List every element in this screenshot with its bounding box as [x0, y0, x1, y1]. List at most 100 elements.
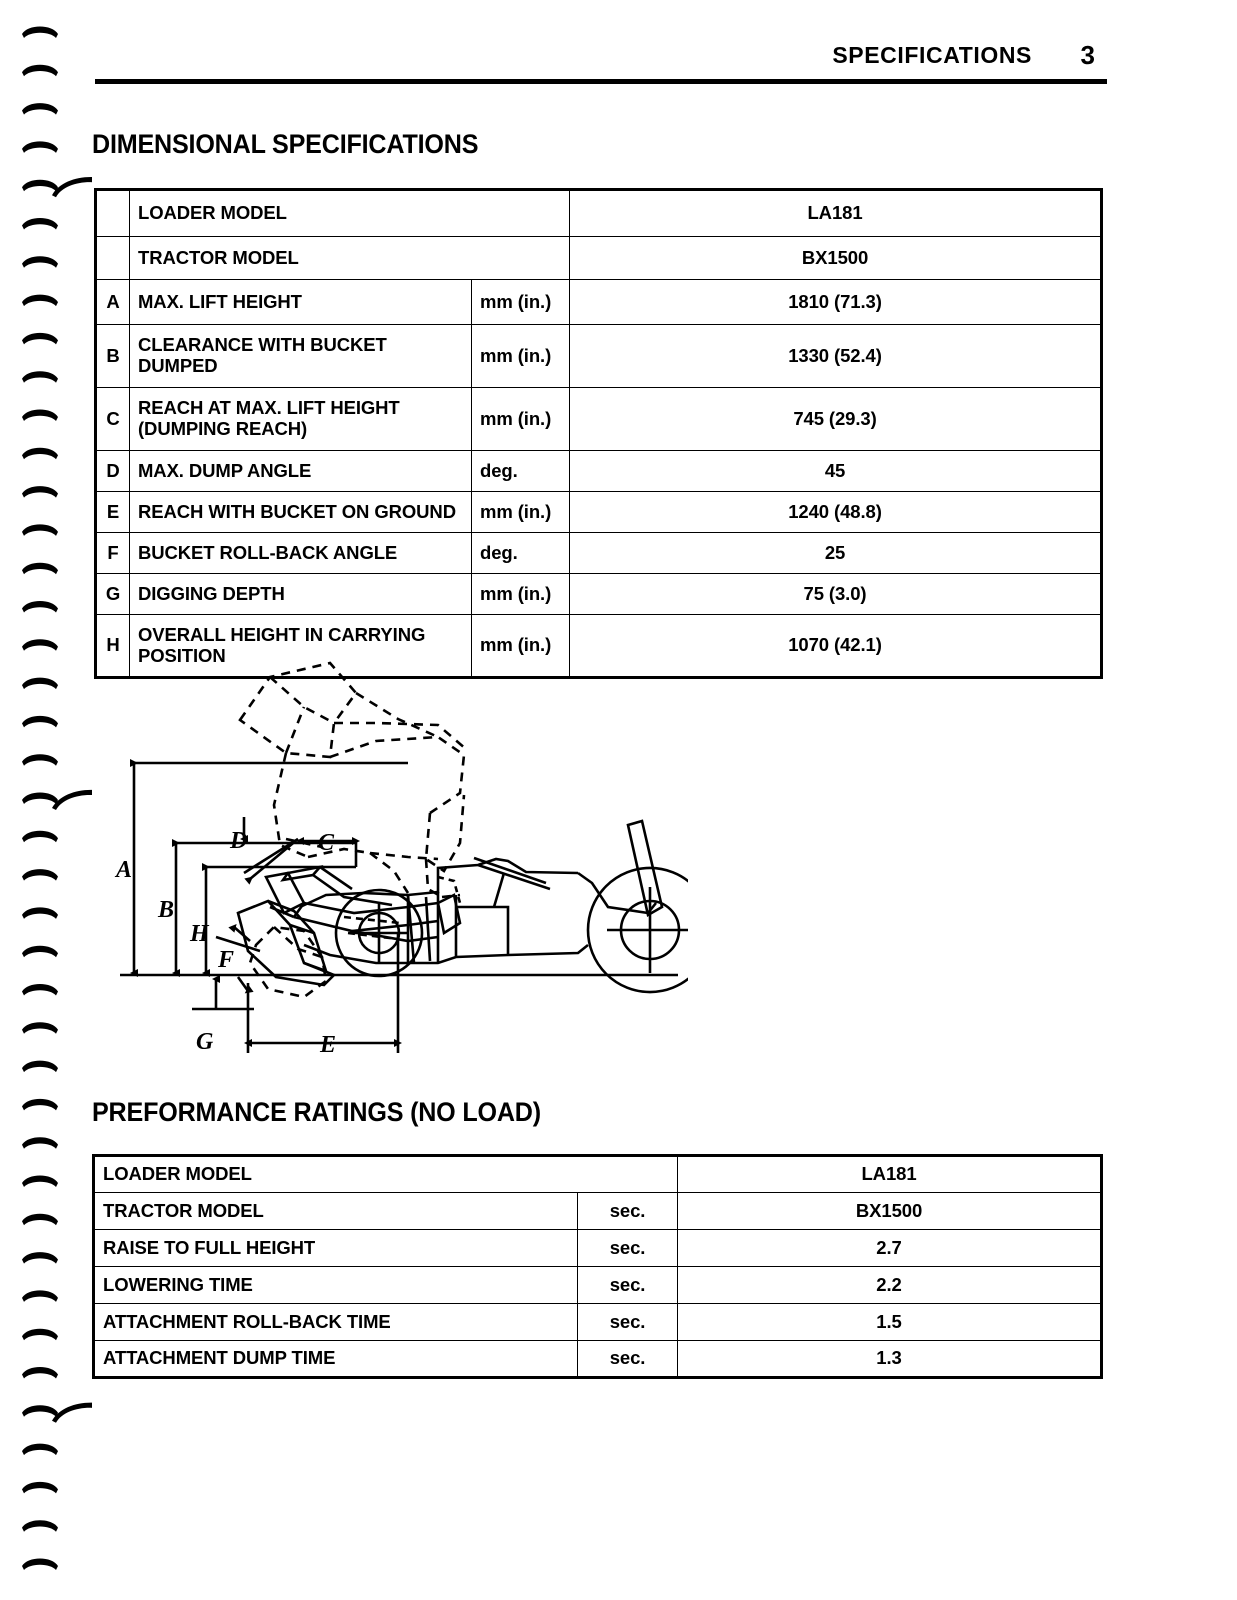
dimension-A: [130, 759, 408, 977]
row-description: DIGGING DEPTH: [129, 573, 472, 615]
row-description: REACH AT MAX. LIFT HEIGHT (DUMPING REACH…: [129, 387, 472, 451]
binding-hole-mark: [22, 1520, 58, 1532]
row-unit: mm (in.): [470, 324, 571, 388]
binding-hole-mark: [22, 179, 58, 192]
row-unit: mm (in.): [470, 279, 571, 325]
dimension-C: [296, 837, 360, 867]
mast-plate: [436, 893, 462, 936]
binding-hole-mark: [22, 409, 58, 421]
diagram-label-A: A: [114, 857, 132, 883]
binding-hole-mark: [22, 1175, 58, 1187]
row-unit: mm (in.): [470, 387, 571, 451]
page-number: 3: [1080, 40, 1095, 70]
row-value: 1810 (71.3): [569, 279, 1102, 325]
bucket-solid: [236, 899, 337, 987]
binding-hole-mark: [22, 1558, 58, 1570]
row-unit: deg.: [470, 532, 571, 574]
binding-hole-mark: [22, 1252, 58, 1264]
diagram-label-B: B: [157, 897, 174, 923]
hood-detail-1: [343, 915, 401, 925]
loader-dimension-diagram: A B C D E F G H: [114, 661, 688, 1058]
bucket-side: [289, 923, 329, 974]
binding-arc-mark: [52, 1402, 92, 1423]
row-letter: D: [95, 450, 130, 492]
row-unit: deg.: [470, 450, 571, 492]
binding-hole-mark: [22, 218, 58, 230]
seat-bracket: [577, 871, 658, 915]
steering-column: [492, 872, 506, 908]
row-description: MAX. DUMP ANGLE: [129, 450, 472, 492]
bucket-top-edge: [267, 899, 315, 934]
binding-hole-mark: [22, 1290, 58, 1302]
row-description: CLEARANCE WITH BUCKET DUMPED: [129, 324, 472, 388]
row-unit: sec.: [576, 1303, 679, 1341]
dimension-G: [192, 975, 254, 1011]
bucket-rollback-dashed: [248, 925, 328, 999]
binding-hole-mark: [22, 371, 58, 383]
row-unit: mm (in.): [470, 614, 571, 678]
diagram-label-H: H: [189, 921, 210, 947]
hood-detail-2: [347, 931, 399, 941]
row-letter: A: [95, 279, 130, 325]
row-value: 45: [569, 450, 1102, 492]
header-divider: [95, 79, 1107, 84]
loader-arm-top: [303, 901, 439, 915]
binding-hole-mark: [22, 715, 58, 728]
diagram-label-G: G: [196, 1029, 214, 1055]
row-value: 1070 (42.1): [569, 614, 1102, 678]
dimension-E: [244, 933, 402, 1053]
row-value: 745 (29.3): [569, 387, 1102, 451]
binding-hole-mark: [22, 830, 58, 843]
steering-wheel-rim-2: [477, 863, 551, 891]
binding-hole-mark: [22, 792, 58, 804]
row-description: MAX. LIFT HEIGHT: [129, 279, 472, 325]
binding-hole-mark: [22, 1137, 58, 1149]
rear-wheel: [586, 866, 688, 994]
spiral-binding: [22, 26, 92, 1570]
row-letter: [95, 236, 130, 280]
dimension-F: [215, 923, 261, 953]
fender-detail: [437, 875, 462, 904]
binding-hole-mark: [22, 1481, 58, 1494]
seat-box: [456, 905, 510, 955]
row-letter: F: [95, 532, 130, 574]
binding-hole-mark: [22, 754, 58, 766]
binding-hole-mark: [22, 26, 58, 38]
binding-hole-mark: [22, 677, 58, 690]
binding-hole-mark: [22, 601, 58, 613]
binding-hole-mark: [22, 141, 58, 153]
binding-hole-mark: [22, 984, 58, 996]
dimension-D: [240, 817, 299, 885]
row-letter: [95, 189, 130, 237]
tractor-body-upper: [299, 857, 579, 909]
row-value: LA181: [569, 189, 1102, 237]
dimension-H: [202, 863, 356, 977]
loader-arm-bottom: [293, 915, 439, 933]
binding-hole-mark: [22, 562, 58, 575]
row-letter: C: [95, 387, 130, 451]
row-letter: B: [95, 324, 130, 388]
row-letter: G: [95, 573, 130, 615]
binding-hole-mark: [22, 1213, 58, 1226]
binding-hole-mark: [22, 103, 58, 115]
row-unit: sec.: [576, 1192, 679, 1230]
row-description: ATTACHMENT ROLL-BACK TIME: [93, 1303, 578, 1341]
loader-cyl-rod: [319, 865, 353, 891]
row-unit: sec.: [576, 1266, 679, 1304]
header-title: SPECIFICATIONS: [832, 42, 1032, 68]
steering-wheel-rim: [473, 856, 547, 885]
row-value: LA181: [677, 1155, 1102, 1193]
binding-hole-mark: [22, 945, 58, 958]
row-description: TRACTOR MODEL: [93, 1192, 578, 1230]
